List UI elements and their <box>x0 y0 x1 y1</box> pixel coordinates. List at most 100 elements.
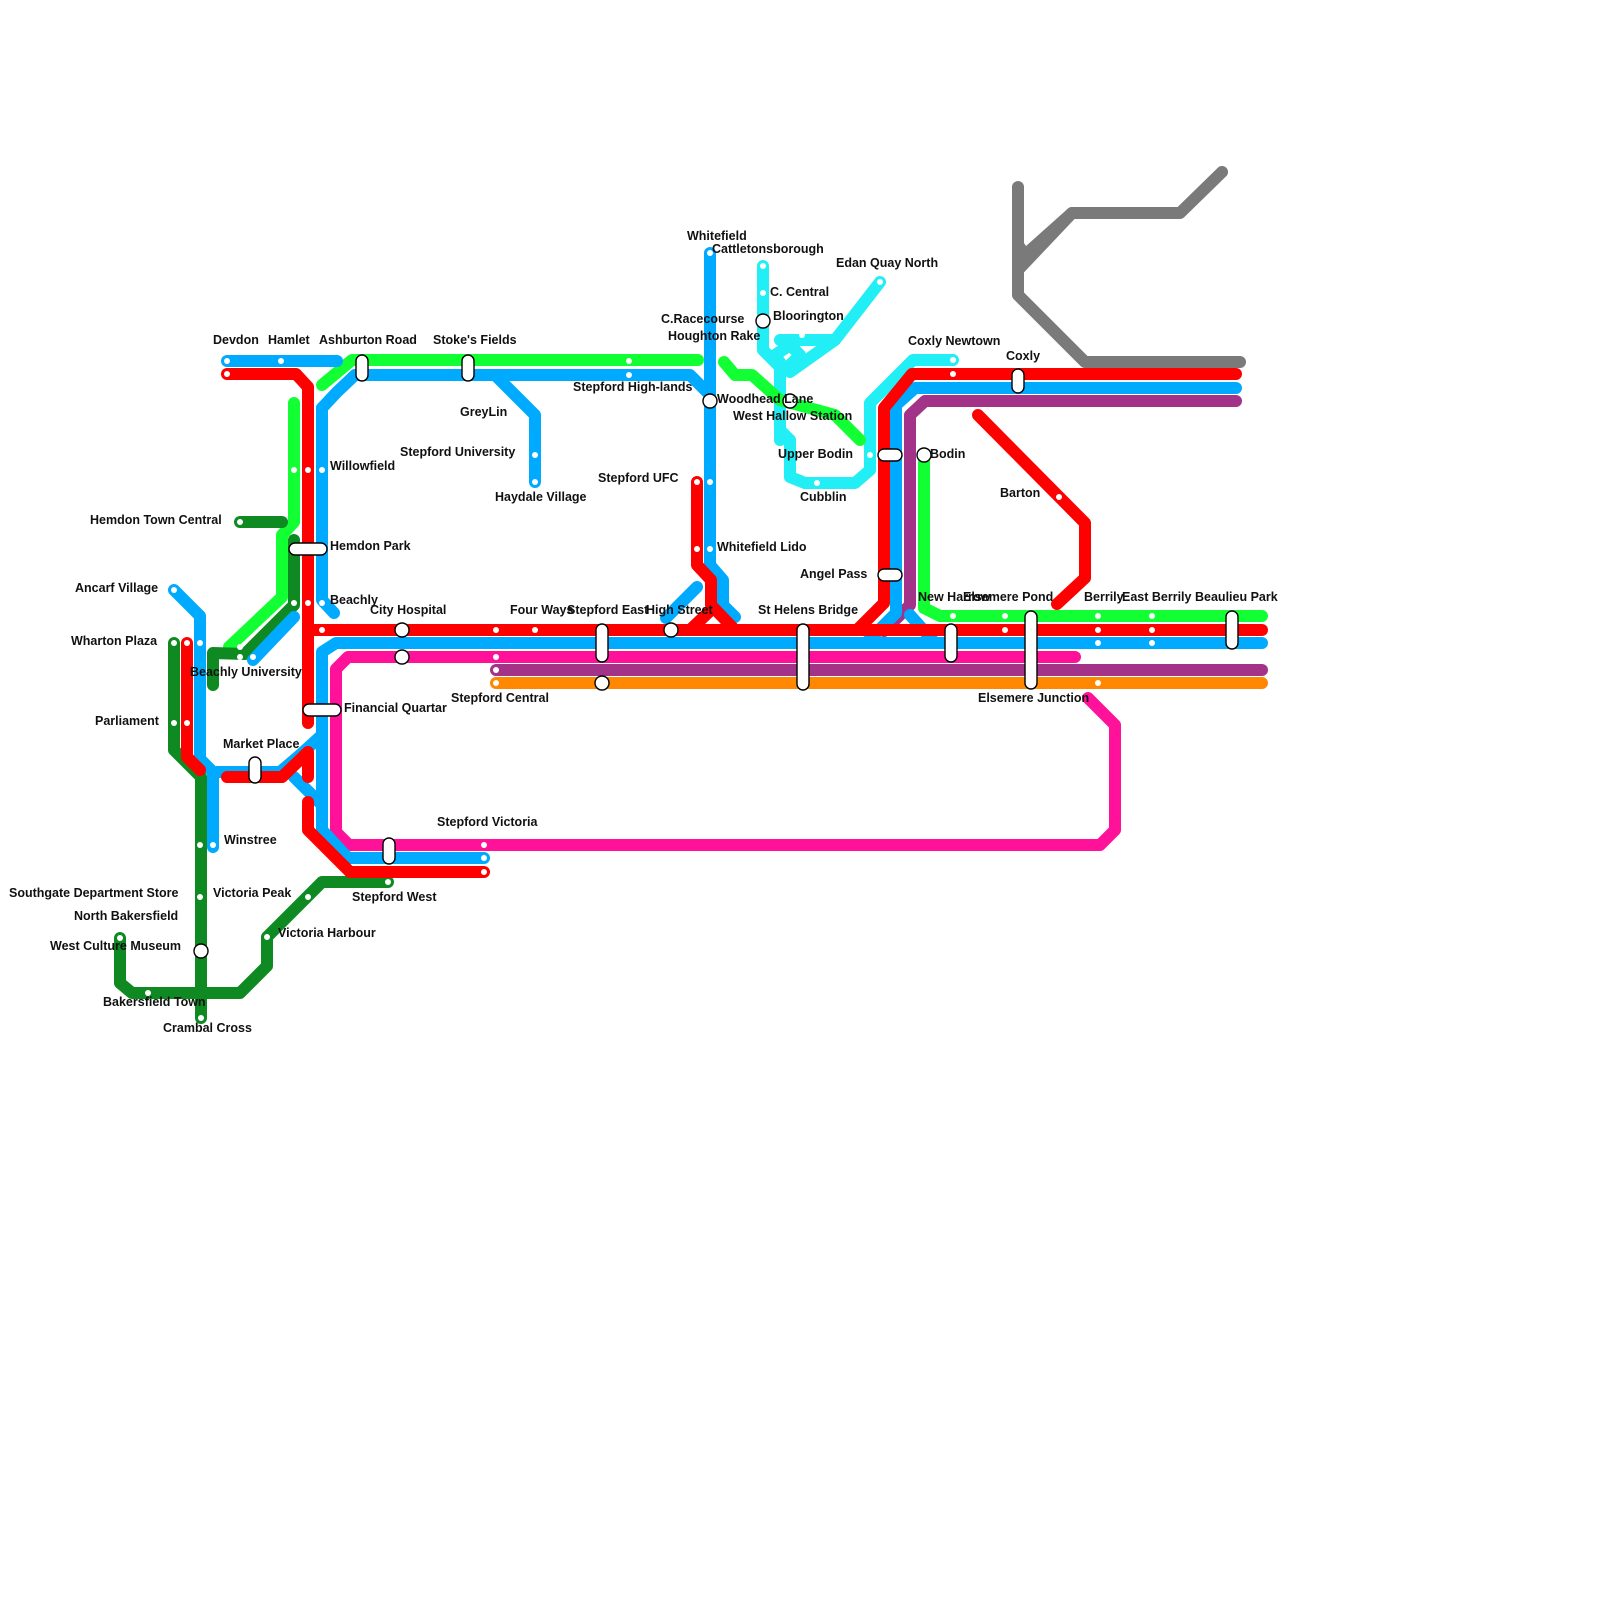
station-marker[interactable] <box>799 332 805 338</box>
station-label[interactable]: West Culture Museum <box>50 939 181 953</box>
station-label[interactable]: Angel Pass <box>800 567 867 581</box>
station-label[interactable]: Devdon <box>213 333 259 347</box>
station-marker[interactable] <box>694 479 700 485</box>
station-label[interactable]: C.Racecourse <box>661 312 744 326</box>
station-label[interactable]: Stoke's Fields <box>433 333 517 347</box>
station-marker[interactable] <box>319 467 325 473</box>
station-label[interactable]: North Bakersfield <box>74 909 178 923</box>
station-marker[interactable] <box>250 654 256 660</box>
station-marker[interactable] <box>197 894 203 900</box>
interchange-marker[interactable] <box>461 354 475 382</box>
station-marker[interactable] <box>481 842 487 848</box>
station-marker[interactable] <box>493 654 499 660</box>
station-label[interactable]: Bodin <box>930 447 965 461</box>
station-marker[interactable] <box>493 667 499 673</box>
interchange-marker[interactable] <box>916 447 932 463</box>
station-label[interactable]: West Hallow Station <box>733 409 852 423</box>
station-marker[interactable] <box>1095 680 1101 686</box>
station-label[interactable]: Victoria Peak <box>213 886 291 900</box>
station-marker[interactable] <box>305 467 311 473</box>
station-label[interactable]: East Berrily <box>1122 590 1192 604</box>
station-label[interactable]: Stepford High-lands <box>573 380 692 394</box>
station-marker[interactable] <box>184 720 190 726</box>
interchange-marker[interactable] <box>594 675 610 691</box>
station-label[interactable]: Hemdon Town Central <box>90 513 222 527</box>
station-marker[interactable] <box>319 600 325 606</box>
station-marker[interactable] <box>171 640 177 646</box>
interchange-marker[interactable] <box>595 623 609 663</box>
station-label[interactable]: Parliament <box>95 714 160 728</box>
station-label[interactable]: City Hospital <box>370 603 446 617</box>
station-marker[interactable] <box>760 290 766 296</box>
station-marker[interactable] <box>1002 613 1008 619</box>
station-marker[interactable] <box>532 627 538 633</box>
station-label[interactable]: New Harrow <box>918 590 991 604</box>
station-label[interactable]: Cubblin <box>800 490 847 504</box>
station-label[interactable]: Haydale Village <box>495 490 587 504</box>
station-marker[interactable] <box>950 357 956 363</box>
station-marker[interactable] <box>694 546 700 552</box>
interchange-marker[interactable] <box>355 354 369 382</box>
station-marker[interactable] <box>237 644 243 650</box>
station-marker[interactable] <box>1056 494 1062 500</box>
station-marker[interactable] <box>519 412 525 418</box>
station-marker[interactable] <box>1149 640 1155 646</box>
station-marker[interactable] <box>224 358 230 364</box>
station-marker[interactable] <box>493 627 499 633</box>
station-marker[interactable] <box>626 372 632 378</box>
interchange-marker[interactable] <box>302 703 342 717</box>
station-label[interactable]: Crambal Cross <box>163 1021 252 1035</box>
station-marker[interactable] <box>237 519 243 525</box>
station-marker[interactable] <box>237 654 243 660</box>
station-marker[interactable] <box>171 720 177 726</box>
interchange-marker[interactable] <box>1024 610 1038 690</box>
interchange-marker[interactable] <box>755 313 771 329</box>
station-label[interactable]: Stepford West <box>352 890 437 904</box>
station-marker[interactable] <box>264 934 270 940</box>
station-marker[interactable] <box>305 894 311 900</box>
station-marker[interactable] <box>950 613 956 619</box>
station-marker[interactable] <box>291 467 297 473</box>
station-label[interactable]: Stepford UFC <box>598 471 679 485</box>
station-marker[interactable] <box>210 842 216 848</box>
station-label[interactable]: Stepford Central <box>451 691 549 705</box>
station-marker[interactable] <box>1095 613 1101 619</box>
station-label[interactable]: Berrily <box>1084 590 1124 604</box>
station-marker[interactable] <box>707 546 713 552</box>
station-marker[interactable] <box>532 479 538 485</box>
station-label[interactable]: Ashburton Road <box>319 333 417 347</box>
station-label[interactable]: Bakersfield Town <box>103 995 206 1009</box>
station-marker[interactable] <box>278 358 284 364</box>
station-label[interactable]: Cattletonsborough <box>712 242 824 256</box>
station-label[interactable]: Southgate Department Store <box>9 886 179 900</box>
station-marker[interactable] <box>305 600 311 606</box>
station-label[interactable]: GreyLin <box>460 405 507 419</box>
station-label[interactable]: Barton <box>1000 486 1040 500</box>
station-marker[interactable] <box>319 627 325 633</box>
interchange-marker[interactable] <box>782 393 798 409</box>
station-marker[interactable] <box>145 990 151 996</box>
station-marker[interactable] <box>171 587 177 593</box>
interchange-marker[interactable] <box>944 623 958 663</box>
interchange-marker[interactable] <box>288 542 328 556</box>
station-marker[interactable] <box>197 842 203 848</box>
interchange-marker[interactable] <box>193 943 209 959</box>
station-label[interactable]: C. Central <box>770 285 829 299</box>
station-marker[interactable] <box>385 879 391 885</box>
interchange-marker[interactable] <box>796 623 810 691</box>
station-marker[interactable] <box>867 452 873 458</box>
station-label[interactable]: Coxly <box>1006 349 1040 363</box>
station-label[interactable]: Bloorington <box>773 309 844 323</box>
interchange-marker[interactable] <box>248 756 262 784</box>
station-label[interactable]: Stepford East <box>567 603 649 617</box>
interchange-marker[interactable] <box>394 649 410 665</box>
station-label[interactable]: Beachly University <box>190 665 302 679</box>
station-marker[interactable] <box>532 452 538 458</box>
station-label[interactable]: Whitefield <box>687 229 747 243</box>
station-label[interactable]: Winstree <box>224 833 277 847</box>
interchange-marker[interactable] <box>877 448 903 462</box>
station-label[interactable]: Beaulieu Park <box>1195 590 1278 604</box>
station-label[interactable]: Woodhead Lane <box>717 392 813 406</box>
station-label[interactable]: High Street <box>646 603 714 617</box>
station-label[interactable]: Hamlet <box>268 333 311 347</box>
